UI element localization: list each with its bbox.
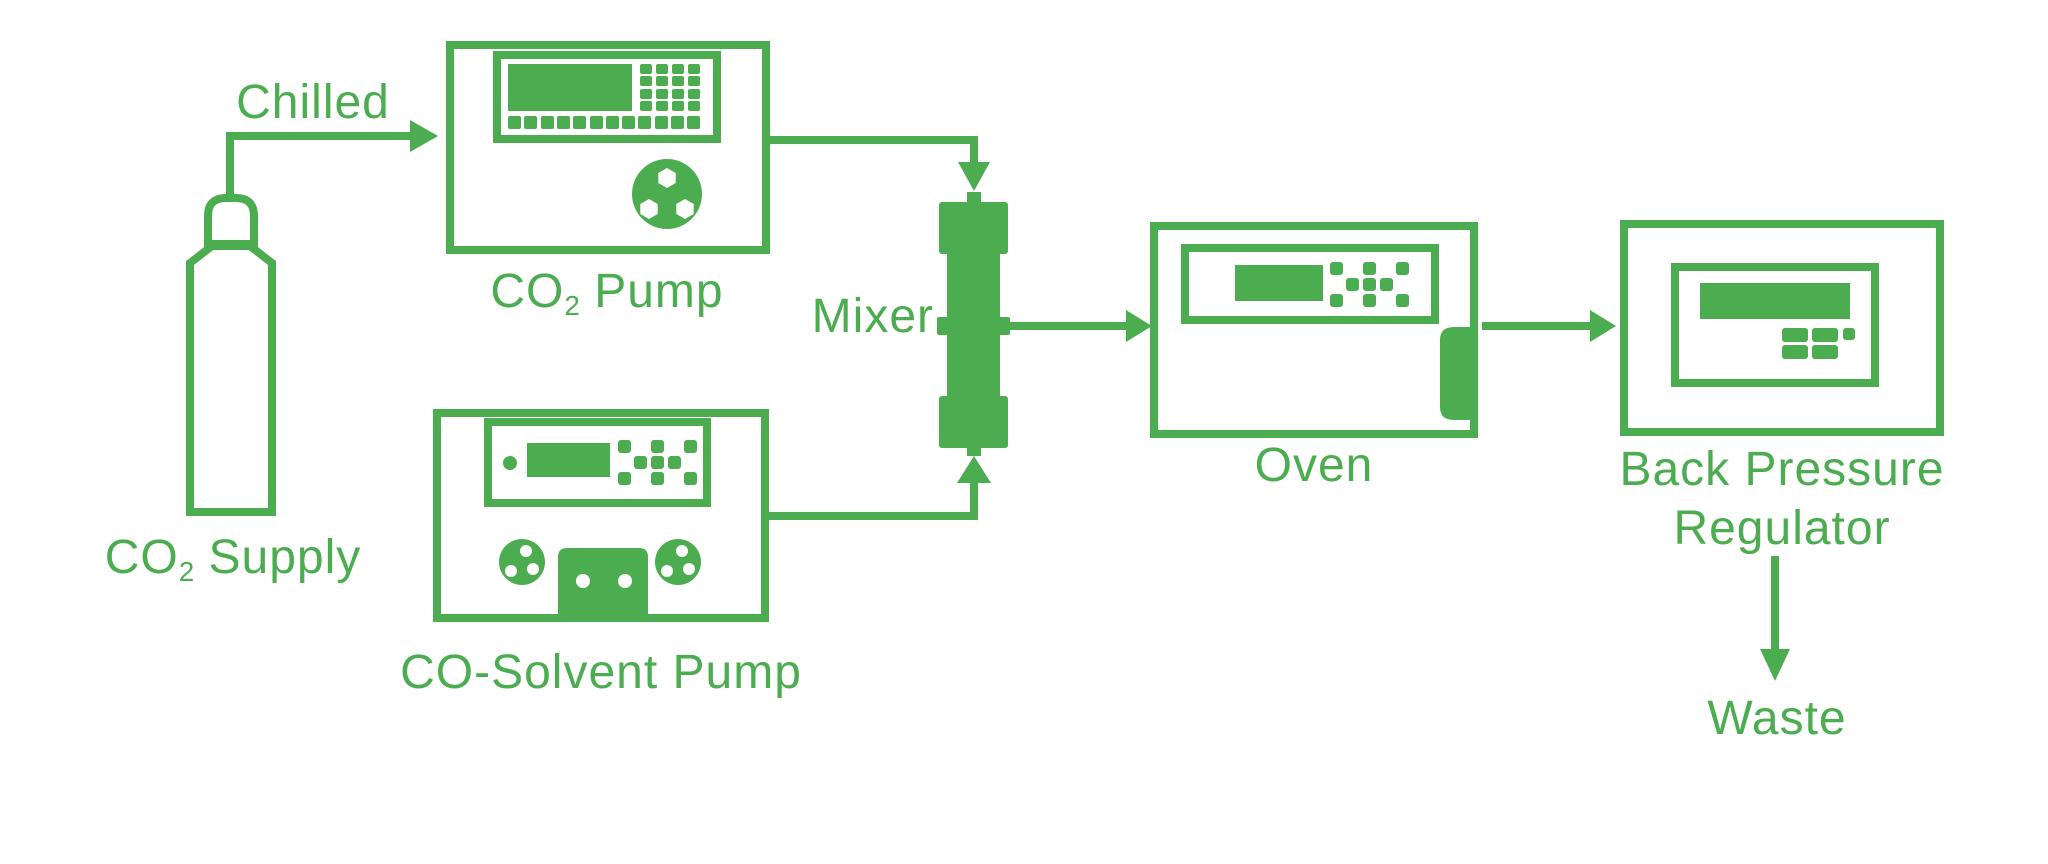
cosolvent-to-mixer-arrow xyxy=(766,456,991,520)
cosolvent-pump-box xyxy=(433,409,769,622)
arrowhead-icon xyxy=(1760,649,1790,681)
co2-pump-label: CO2 Pump xyxy=(490,265,724,321)
keypad-cross xyxy=(1330,262,1409,307)
cylinder-cap xyxy=(204,194,258,248)
cosolvent-pump-knob-left xyxy=(499,539,545,585)
co2-pump-knob xyxy=(632,159,702,229)
display-screen xyxy=(1235,265,1323,301)
co2-pump-to-mixer-arrow xyxy=(766,136,990,191)
display-screen xyxy=(508,64,632,111)
cosolvent-pump-head xyxy=(558,548,648,615)
keypad-keys xyxy=(1782,328,1855,359)
co2-cylinder-icon xyxy=(186,194,276,516)
bpr-to-waste-arrow xyxy=(1760,556,1790,681)
cosolvent-pump-display xyxy=(484,418,711,507)
bpr-label-line1: Back Pressure xyxy=(1619,443,1945,496)
keypad-cross xyxy=(618,440,697,485)
cosolvent-pump-knob-right xyxy=(655,539,701,585)
bpr-display xyxy=(1671,263,1879,387)
keypad-row xyxy=(508,116,700,129)
mixer-label: Mixer xyxy=(811,290,934,343)
cosolvent-pump-label: CO-Solvent Pump xyxy=(400,646,802,699)
bpr-label-line2: Regulator xyxy=(1673,502,1891,555)
cylinder-body xyxy=(186,242,276,516)
chilled-arrow xyxy=(226,120,438,198)
mixer-column-icon xyxy=(937,192,1010,456)
waste-label: Waste xyxy=(1707,692,1847,745)
arrowhead-icon xyxy=(1590,310,1616,342)
arrowhead-icon xyxy=(958,162,990,191)
oven-label: Oven xyxy=(1254,439,1374,492)
oven-display xyxy=(1181,244,1439,324)
chilled-label: Chilled xyxy=(236,76,390,129)
bpr-box xyxy=(1620,220,1944,436)
mixer-to-oven-arrow xyxy=(1010,310,1152,342)
arrowhead-icon xyxy=(957,456,991,483)
arrowhead-icon xyxy=(1126,310,1152,342)
arrowhead-icon xyxy=(410,120,438,152)
keypad-grid xyxy=(640,64,700,111)
oven-door-handle xyxy=(1440,327,1476,420)
co2-pump-display xyxy=(493,51,721,143)
display-screen xyxy=(527,443,610,477)
display-screen xyxy=(1700,283,1850,319)
power-led xyxy=(503,456,517,470)
co2-supply-label: CO2 Supply xyxy=(104,531,362,587)
co2-pump-box xyxy=(446,41,770,254)
oven-to-bpr-arrow xyxy=(1482,310,1616,342)
oven-box xyxy=(1150,222,1478,438)
